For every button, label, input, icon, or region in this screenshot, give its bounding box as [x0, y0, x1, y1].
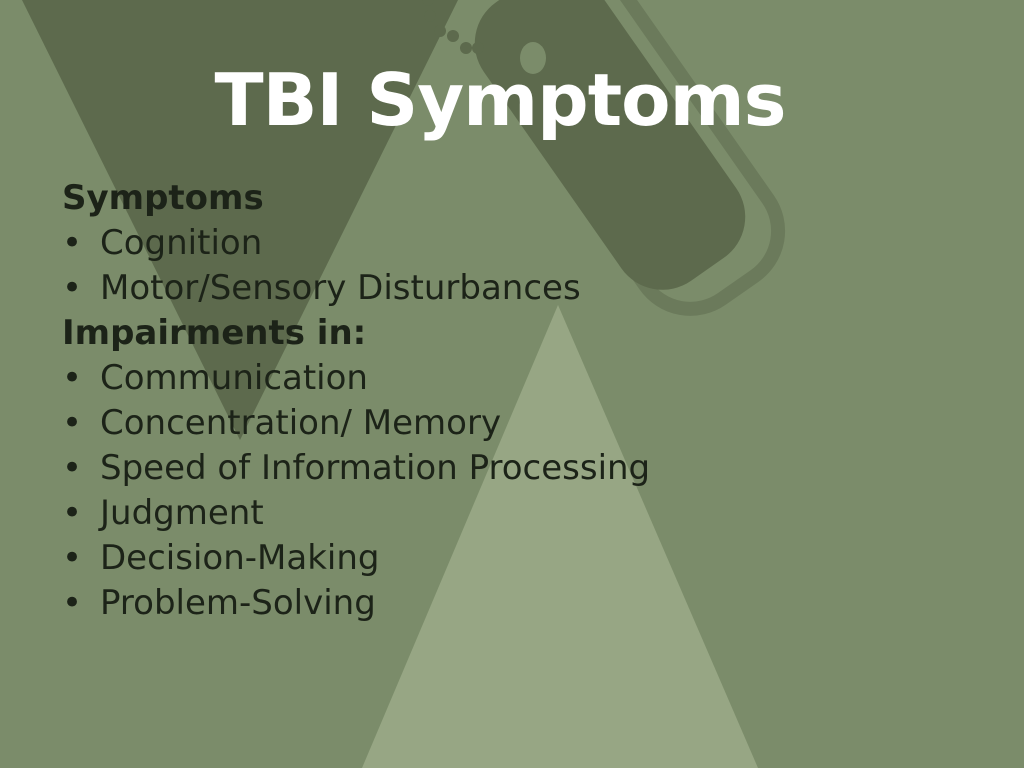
bullet-icon: •: [62, 268, 83, 308]
list-item-label: Speed of Information Processing: [100, 448, 651, 488]
bullet-icon: •: [62, 403, 83, 443]
list-item-label: Motor/Sensory Disturbances: [100, 268, 581, 308]
slide-body: Symptoms • Cognition • Motor/Sensory Dis…: [62, 176, 650, 626]
slide-title: TBI Symptoms: [214, 58, 787, 142]
bullet-icon: •: [62, 493, 83, 533]
bullet-icon: •: [62, 223, 83, 263]
list-item-label: Communication: [100, 358, 368, 398]
section-heading-impairments: Impairments in:: [62, 313, 367, 353]
list-item: • Decision-Making: [62, 536, 650, 581]
bullet-icon: •: [62, 583, 83, 623]
list-item-label: Concentration/ Memory: [100, 403, 502, 443]
background-light-triangle: [362, 305, 758, 768]
list-item: • Motor/Sensory Disturbances: [62, 266, 650, 311]
dog-tag-hole: [520, 42, 546, 74]
list-item: • Communication: [62, 356, 650, 401]
list-item: • Speed of Information Processing: [62, 446, 650, 491]
bullet-icon: •: [62, 538, 83, 578]
list-item: • Concentration/ Memory: [62, 401, 650, 446]
list-item: • Problem-Solving: [62, 581, 650, 626]
section-heading-symptoms: Symptoms: [62, 178, 264, 218]
list-item: • Judgment: [62, 491, 650, 536]
list-item-label: Problem-Solving: [100, 583, 376, 623]
list-item: • Cognition: [62, 221, 650, 266]
list-item-label: Decision-Making: [100, 538, 380, 578]
background-dark-triangle: [22, 0, 458, 440]
list-item-label: Judgment: [100, 493, 264, 533]
ball-chain-icon: [422, 0, 484, 54]
bullet-icon: •: [62, 448, 83, 488]
list-item-label: Cognition: [100, 223, 263, 263]
bullet-icon: •: [62, 358, 83, 398]
